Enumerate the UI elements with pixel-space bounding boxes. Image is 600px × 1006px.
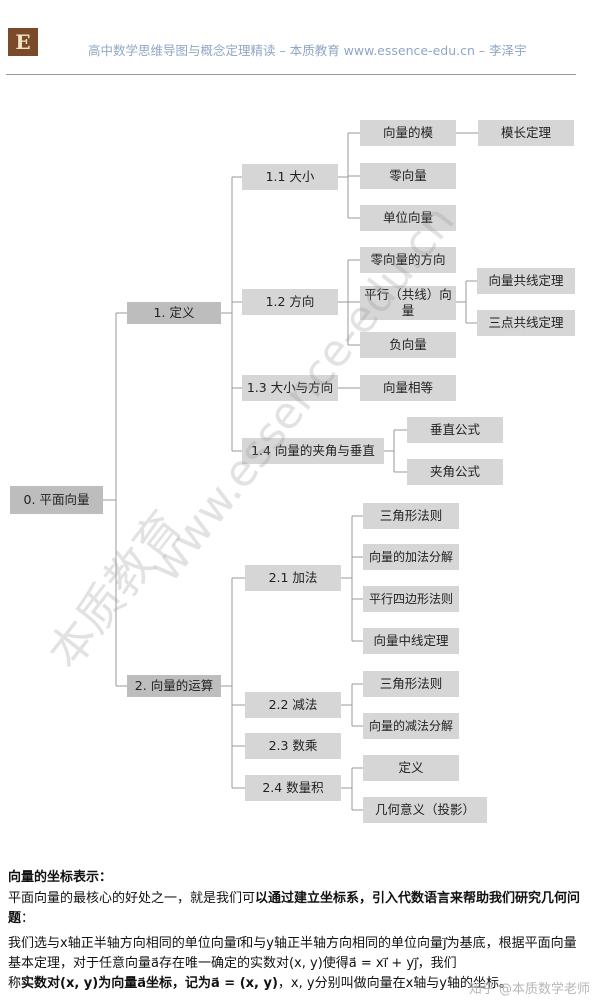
node-add-decomposition: 向量的加法分解 — [363, 544, 459, 570]
logo: E — [8, 28, 38, 56]
node-three-point-theorem: 三点共线定理 — [477, 310, 575, 336]
node-zero-direction: 零向量的方向 — [360, 247, 456, 273]
node-vector-equal: 向量相等 — [360, 375, 456, 401]
node-size-and-direction: 1.3 大小与方向 — [242, 375, 338, 401]
node-scalar-multiply: 2.3 数乘 — [245, 733, 341, 759]
node-definition: 1. 定义 — [127, 302, 221, 324]
node-parallel-vector: 平行（共线）向量 — [360, 286, 456, 320]
node-dot-product: 2.4 数量积 — [245, 775, 341, 801]
intro-bold-text: 以通过建立坐标系，引入代数语言来帮助我们研究几何问题 — [8, 891, 581, 926]
paragraph-coordinates: 称实数对(x, y)为向量a⃗坐标，记为a⃗ = (x, y)，x, y分别叫做… — [8, 974, 588, 994]
node-negative-vector: 负向量 — [360, 332, 456, 358]
node-modulus: 向量的模 — [360, 120, 456, 146]
node-size: 1.1 大小 — [242, 164, 338, 190]
node-triangle-rule-sub: 三角形法则 — [363, 671, 459, 697]
node-median-theorem: 向量中线定理 — [363, 628, 459, 654]
zhihu-credit: 知乎 @本质数学老师 — [468, 982, 590, 997]
node-dot-definition: 定义 — [363, 755, 459, 781]
header-divider — [6, 74, 576, 75]
node-angle-formula: 夹角公式 — [407, 459, 503, 485]
intro-text: 平面向量的最核心的好处之一，就是我们可 — [8, 891, 256, 906]
coord-text-end: ，x, y分别叫做向量在x轴与y轴的坐标。 — [277, 976, 512, 991]
node-geometric-meaning: 几何意义（投影） — [363, 797, 487, 823]
node-modulus-theorem: 模长定理 — [478, 120, 574, 146]
node-addition: 2.1 加法 — [245, 565, 341, 591]
node-root: 0. 平面向量 — [10, 486, 103, 514]
coord-bold-text: 实数对(x, y)为向量a⃗坐标，记为a⃗ = (x, y) — [21, 976, 278, 991]
node-angle-perpendicular: 1.4 向量的夹角与垂直 — [242, 438, 384, 464]
coord-text-start: 称 — [8, 976, 22, 991]
page-header-title: 高中数学思维导图与概念定理精读 – 本质教育 www.essence-edu.c… — [88, 43, 527, 58]
node-sub-decomposition: 向量的减法分解 — [363, 713, 459, 739]
node-collinear-theorem: 向量共线定理 — [477, 268, 575, 294]
paragraph-intro: 平面向量的最核心的好处之一，就是我们可以通过建立坐标系，引入代数语言来帮助我们研… — [8, 889, 588, 929]
node-triangle-rule: 三角形法则 — [363, 503, 459, 529]
intro-punct: ： — [21, 911, 35, 926]
node-unit-vector: 单位向量 — [360, 205, 456, 231]
node-subtraction: 2.2 减法 — [245, 692, 341, 718]
node-direction: 1.2 方向 — [242, 289, 338, 315]
section-heading: 向量的坐标表示： — [8, 870, 113, 885]
node-parallelogram-rule: 平行四边形法则 — [363, 586, 459, 612]
node-operations: 2. 向量的运算 — [127, 675, 221, 697]
node-zero-vector: 零向量 — [360, 163, 456, 189]
paragraph-basis: 我们选与x轴正半轴方向相同的单位向量i⃗和与y轴正半轴方向相同的单位向量j⃗为基… — [8, 936, 577, 971]
node-perp-formula: 垂直公式 — [407, 417, 503, 443]
mindmap-connectors — [103, 132, 478, 811]
